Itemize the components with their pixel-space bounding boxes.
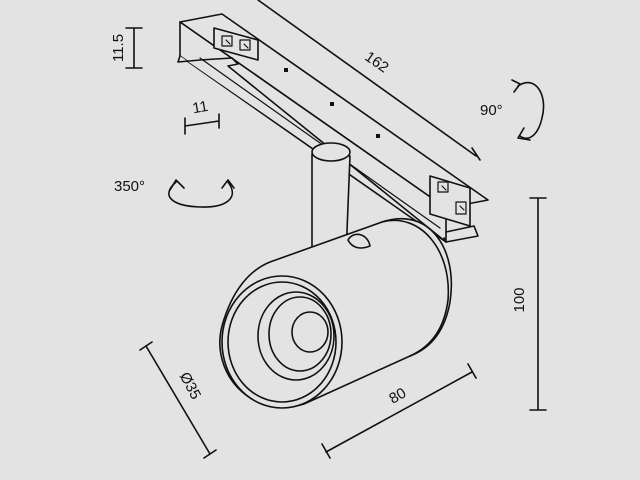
dimension-total-height: 100: [511, 197, 547, 411]
dimension-adapter-width: 11: [184, 98, 220, 135]
rotation-horizontal: 350°: [114, 178, 235, 208]
dimension-label-track-height: 11.5: [110, 34, 127, 62]
dimension-label-housing-length: 80: [386, 385, 409, 408]
rotation-label-horizontal: 350°: [114, 178, 145, 195]
dimension-track-height: 11.5: [110, 27, 143, 69]
dimension-housing-length: 80: [321, 363, 477, 459]
dimension-label-adapter-width: 11: [191, 98, 209, 117]
rotation-label-vertical: 90°: [480, 102, 503, 119]
track-adapter: [177, 13, 489, 243]
dimension-label-track-length: 162: [361, 48, 391, 76]
dimension-label-housing-diameter: Ø35: [176, 369, 204, 402]
dimension-label-total-height: 100: [511, 287, 528, 312]
spot-housing: [219, 217, 453, 409]
rotation-vertical: 90°: [480, 79, 545, 141]
dimension-housing-diameter: Ø35: [139, 341, 217, 459]
